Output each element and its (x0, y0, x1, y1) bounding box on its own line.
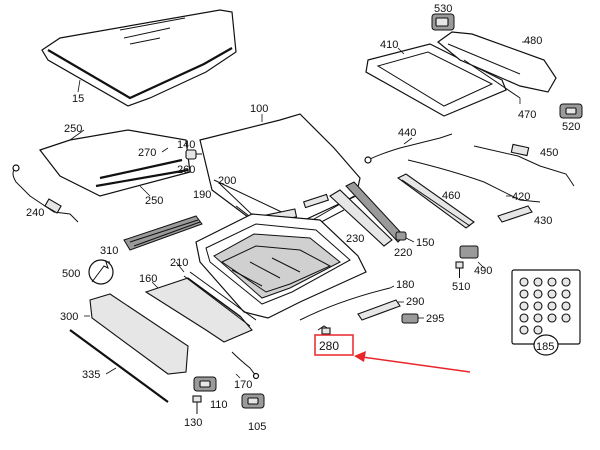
label-420: 420 (512, 191, 530, 203)
label-260: 260 (177, 164, 195, 176)
part-180-seal (299, 285, 395, 321)
label-300: 300 (60, 311, 78, 323)
label-130: 130 (184, 417, 202, 429)
part-335-strip (69, 329, 169, 403)
label-200: 200 (218, 175, 236, 187)
label-510: 510 (452, 281, 470, 293)
part-110-motor (193, 376, 217, 392)
part-210-rail (175, 261, 257, 327)
label-410: 410 (380, 39, 398, 51)
label-160: 160 (139, 273, 157, 285)
part-490-clip (459, 245, 485, 269)
part-510-screw (455, 261, 464, 278)
label-280: 280 (319, 339, 339, 353)
label-450: 450 (540, 147, 558, 159)
part-520-motor (559, 103, 583, 119)
label-170: 170 (234, 379, 252, 391)
highlight-arrow-head (354, 351, 366, 362)
label-500: 500 (62, 268, 80, 280)
label-430: 430 (534, 215, 552, 227)
label-100: 100 (250, 103, 268, 115)
part-460-rail (396, 173, 475, 229)
label-185: 185 (536, 341, 554, 353)
label-250-top: 250 (64, 123, 82, 135)
part-230-rail (329, 189, 393, 247)
part-140-clip (185, 149, 202, 160)
part-295-clip (401, 313, 424, 324)
part-280-clip (317, 325, 331, 335)
label-490: 490 (474, 265, 492, 277)
label-530: 530 (434, 3, 452, 15)
part-240-cable (12, 164, 79, 223)
label-210: 210 (170, 257, 188, 269)
label-220: 220 (394, 247, 412, 259)
label-520: 520 (562, 121, 580, 133)
part-160-side-trim (144, 277, 253, 343)
highlight-280: 280 (314, 334, 471, 373)
part-430-strip (497, 205, 533, 223)
part-roof-frame-assembly (195, 213, 367, 319)
part-300-sunshade (84, 293, 189, 375)
part-100-roof-module (199, 113, 361, 227)
part-530-motor (431, 13, 455, 31)
part-150-end-cap (395, 231, 415, 243)
label-150: 150 (416, 237, 434, 249)
part-500-wrench-icon (88, 259, 114, 285)
label-190: 190 (193, 189, 211, 201)
label-180: 180 (396, 279, 414, 291)
part-290-bracket (357, 299, 404, 321)
part-250-glass (39, 129, 191, 197)
label-295: 295 (426, 313, 444, 325)
part-105-motor (241, 393, 265, 409)
part-480-top-glass (437, 31, 557, 93)
label-310: 310 (100, 245, 118, 257)
label-230: 230 (346, 233, 364, 245)
part-420-cable (407, 159, 541, 203)
part-15-glass-panel (41, 9, 237, 107)
part-450-cable (473, 143, 575, 187)
label-470: 470 (518, 109, 536, 121)
label-250-bottom: 250 (145, 195, 163, 207)
part-310-wind-deflector (123, 215, 203, 251)
part-185-clip-kit (511, 269, 581, 356)
label-480: 480 (524, 35, 542, 47)
highlight-box (314, 334, 354, 356)
clip-kit-grid (519, 277, 571, 335)
label-110: 110 (210, 399, 228, 411)
label-440: 440 (398, 127, 416, 139)
part-170-cable (231, 351, 260, 380)
label-15: 15 (72, 93, 84, 105)
label-335: 335 (82, 369, 100, 381)
part-470-seal (463, 59, 521, 104)
label-460: 460 (442, 190, 460, 202)
part-410-glass-frame (365, 43, 507, 117)
label-105: 105 (248, 421, 266, 433)
label-270: 270 (138, 147, 156, 159)
label-140: 140 (177, 139, 195, 151)
label-240: 240 (26, 207, 44, 219)
label-290: 290 (406, 296, 424, 308)
part-440-cable (364, 133, 453, 164)
highlight-arrow-line (361, 356, 471, 373)
part-130-screw (192, 395, 202, 414)
